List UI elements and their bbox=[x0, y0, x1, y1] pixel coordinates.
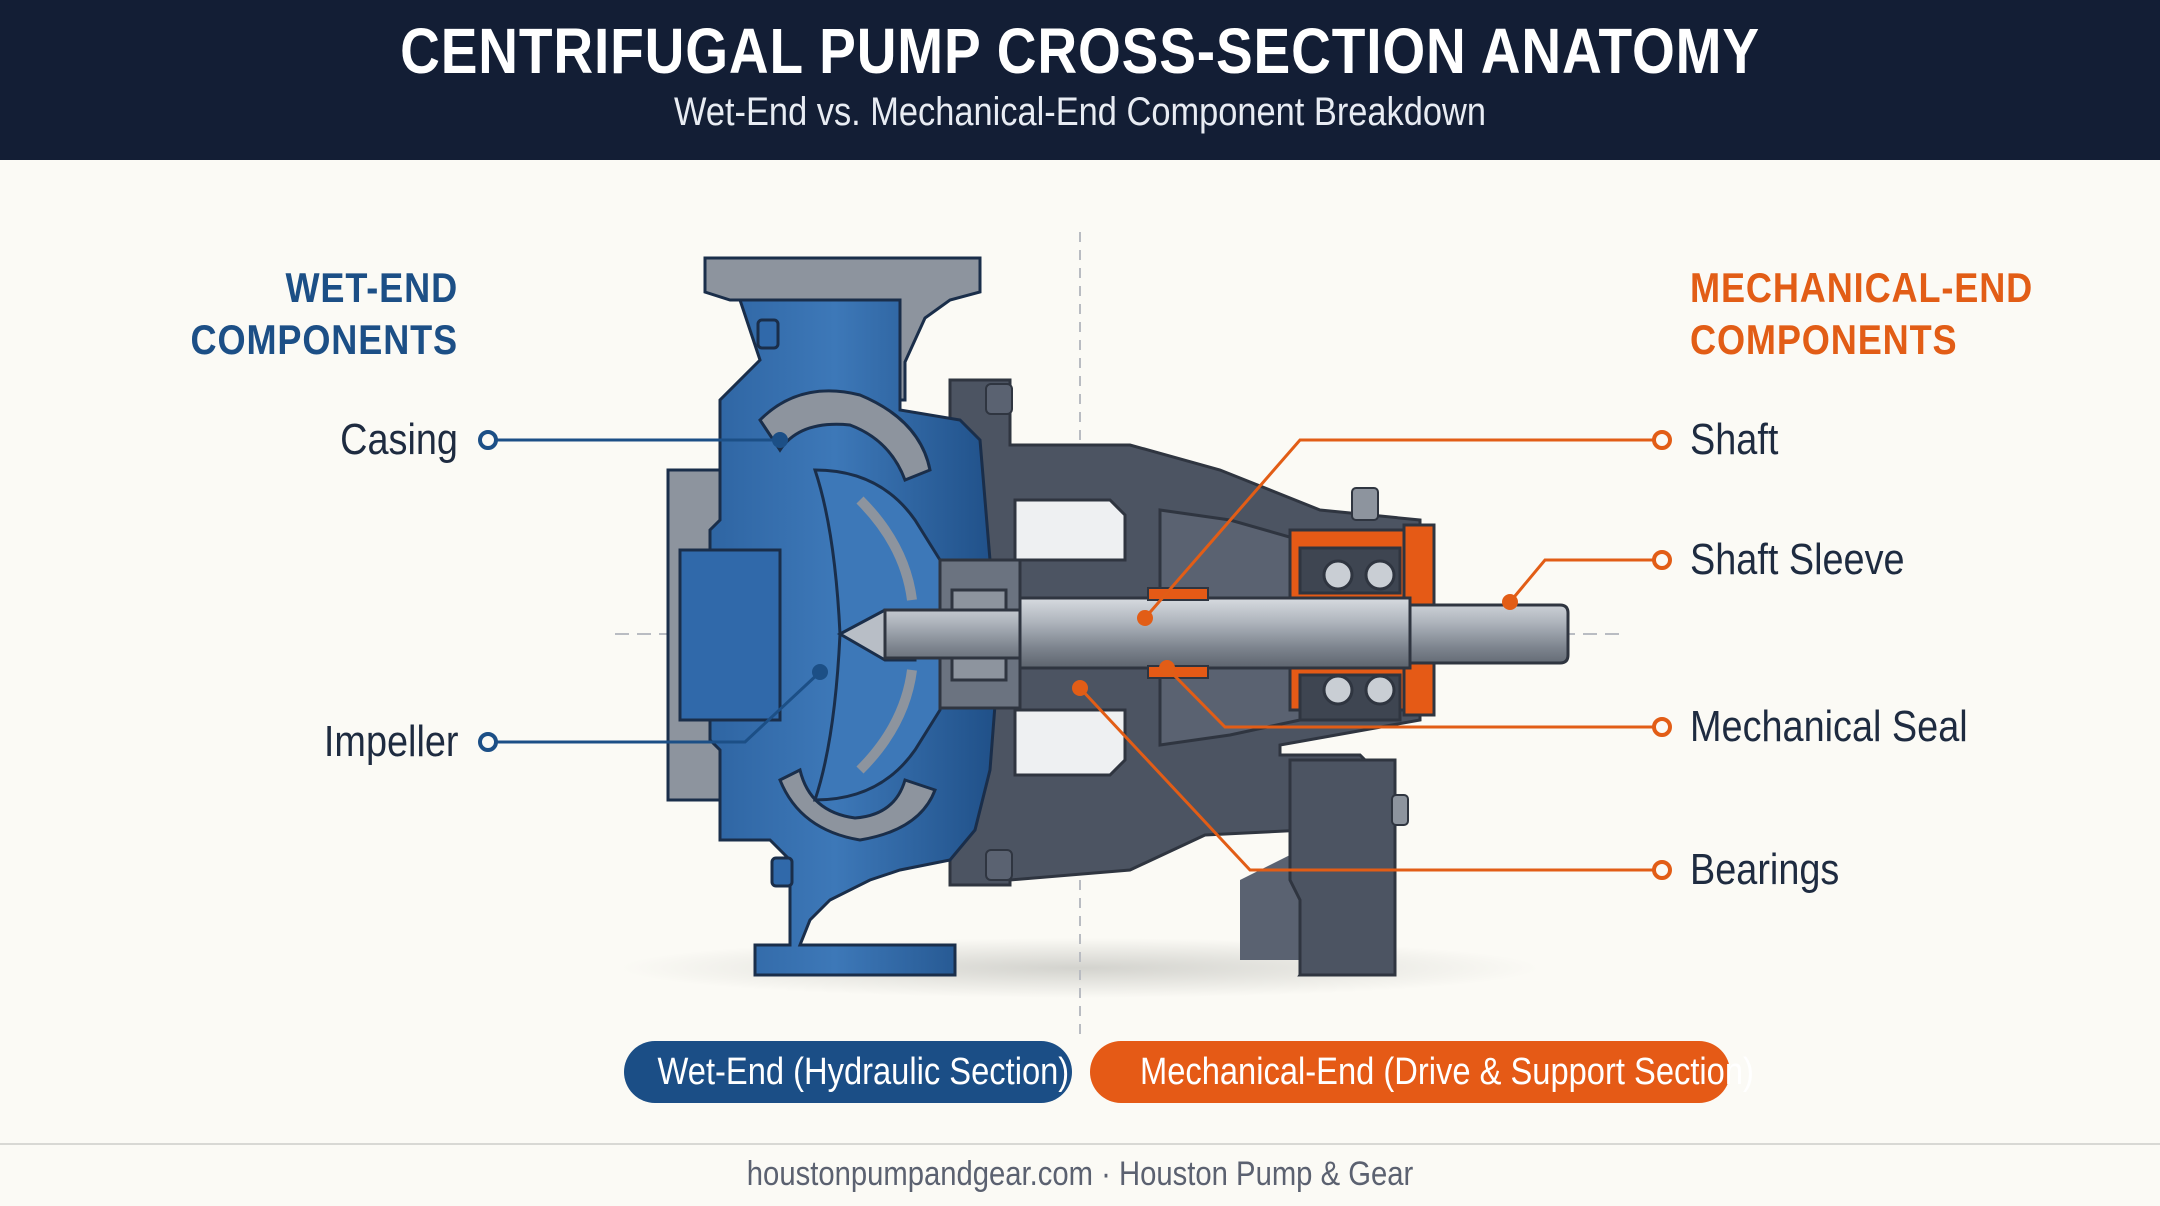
dot-bearings-target bbox=[1072, 680, 1088, 696]
label-anchor-circles bbox=[478, 430, 1672, 880]
frame-bolt bbox=[985, 383, 1013, 415]
dot-impeller-target bbox=[812, 664, 828, 680]
anchor-shaft-sleeve bbox=[1652, 550, 1672, 570]
page-title: CENTRIFUGAL PUMP CROSS-SECTION ANATOMY bbox=[400, 15, 1760, 87]
leader-mechanical-seal bbox=[1165, 666, 1662, 729]
legend-wet-end-text: Wet-End (Hydraulic Section) bbox=[657, 1051, 1070, 1093]
mechanical-end-heading-line2: COMPONENTS bbox=[1690, 316, 1958, 363]
frame-bolt bbox=[1391, 794, 1409, 826]
dot-mechanical-seal-target bbox=[1159, 660, 1175, 676]
wet-end-heading-line2: COMPONENTS bbox=[190, 316, 458, 363]
wet-end-heading: WET-END COMPONENTS bbox=[191, 262, 458, 366]
header-banner: CENTRIFUGAL PUMP CROSS-SECTION ANATOMY W… bbox=[0, 0, 2160, 160]
label-bearings: Bearings bbox=[1690, 845, 1840, 894]
label-shaft: Shaft bbox=[1690, 415, 1779, 464]
dot-shaft-target bbox=[1137, 610, 1153, 626]
legend-mechanical-end-text: Mechanical-End (Drive & Support Section) bbox=[1139, 1051, 1754, 1093]
dot-shaft-sleeve-target bbox=[1502, 594, 1518, 610]
legend-wet-end-pill: Wet-End (Hydraulic Section) bbox=[624, 1041, 1072, 1103]
anchor-impeller bbox=[478, 732, 498, 752]
bearing-balls bbox=[1322, 559, 1396, 706]
leader-bearings bbox=[1078, 686, 1662, 872]
anchor-casing bbox=[478, 430, 498, 450]
page-subtitle: Wet-End vs. Mechanical-End Component Bre… bbox=[673, 90, 1487, 134]
frame-bolt bbox=[985, 849, 1013, 881]
dot-casing-target bbox=[772, 432, 788, 448]
wet-end-heading-line1: WET-END bbox=[285, 264, 458, 311]
label-mechanical-seal: Mechanical Seal bbox=[1690, 702, 1968, 751]
mechanical-end-heading: MECHANICAL-END COMPONENTS bbox=[1690, 262, 2033, 366]
footer-divider bbox=[0, 1143, 2160, 1145]
leader-impeller bbox=[488, 670, 822, 744]
mechanical-end-heading-line1: MECHANICAL-END bbox=[1690, 264, 2034, 311]
pump-casing bbox=[666, 256, 1002, 977]
leader-target-dots bbox=[772, 432, 1518, 696]
anchor-bearings bbox=[1652, 860, 1672, 880]
impeller bbox=[812, 468, 942, 802]
label-casing: Casing bbox=[340, 415, 458, 464]
leader-shaft bbox=[1143, 438, 1662, 619]
legend-mechanical-end-pill: Mechanical-End (Drive & Support Section) bbox=[1090, 1041, 1754, 1103]
shaft bbox=[883, 596, 1570, 670]
footer-credit: houstonpumpandgear.com · Houston Pump & … bbox=[746, 1155, 1414, 1193]
label-impeller: Impeller bbox=[323, 717, 458, 766]
label-shaft-sleeve: Shaft Sleeve bbox=[1690, 535, 1905, 584]
frame-support-leg bbox=[1288, 758, 1397, 977]
leader-shaft-sleeve bbox=[1508, 558, 1662, 603]
anchor-mechanical-seal bbox=[1652, 717, 1672, 737]
anchor-shaft bbox=[1652, 430, 1672, 450]
oil-plug bbox=[1351, 487, 1379, 521]
leader-lines bbox=[488, 438, 1662, 872]
